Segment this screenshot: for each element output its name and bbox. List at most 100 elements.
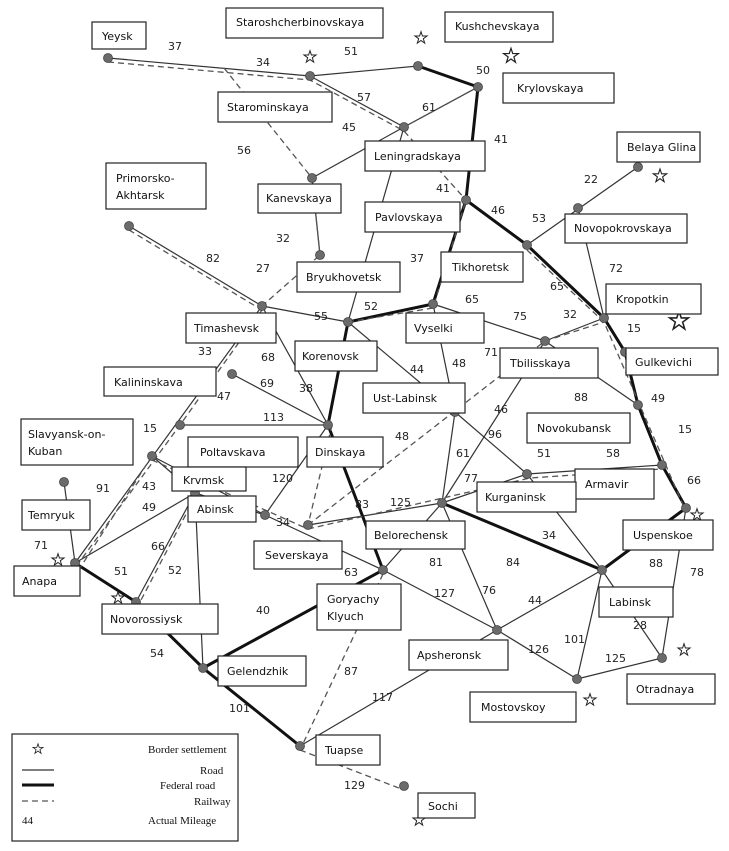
city-uspenskoe[interactable]: Uspenskoe bbox=[622, 519, 714, 551]
city-novopokrovskaya[interactable]: Novopokrovskaya bbox=[564, 213, 688, 244]
border-star-icon bbox=[413, 30, 429, 45]
mileage-label: 47 bbox=[217, 390, 231, 403]
city-kanevskaya[interactable]: Kanevskaya bbox=[257, 183, 342, 214]
mileage-label: 125 bbox=[390, 496, 411, 509]
legend-border-settlement-label: Border settlement bbox=[148, 744, 227, 756]
city-krvmsk[interactable]: Krvmsk bbox=[171, 466, 247, 492]
railway-segment bbox=[403, 86, 479, 128]
city-severskaya-label: Severskaya bbox=[265, 549, 328, 562]
node-tbilisskaya bbox=[540, 336, 550, 346]
mileage-label: 55 bbox=[314, 310, 328, 323]
road-segment bbox=[74, 492, 196, 564]
city-armavir-label: Armavir bbox=[585, 478, 629, 491]
node-timashevsk bbox=[257, 301, 267, 311]
city-gelendzhik[interactable]: Gelendzhik bbox=[217, 655, 307, 687]
city-otradnaya[interactable]: Otradnaya bbox=[626, 673, 716, 705]
city-bryukhovetsk-label: Bryukhovetsk bbox=[306, 271, 382, 284]
city-poltavskava[interactable]: Poltavskava bbox=[187, 436, 299, 468]
mileage-label: 82 bbox=[206, 252, 220, 265]
city-leningradskaya-label: Leningradskaya bbox=[374, 150, 461, 163]
node-tuapse bbox=[295, 741, 305, 751]
city-dinskaya[interactable]: Dinskaya bbox=[306, 436, 384, 468]
city-tikhoretsk[interactable]: Tikhoretsk bbox=[440, 251, 524, 283]
city-tbilisskaya[interactable]: Tbilisskaya bbox=[499, 347, 599, 379]
mileage-label: 57 bbox=[357, 91, 371, 104]
mileage-label: 96 bbox=[488, 428, 502, 441]
railway-segment bbox=[107, 61, 467, 201]
city-kalininskava[interactable]: Kalininskava bbox=[103, 366, 217, 397]
mileage-label: 52 bbox=[364, 300, 378, 313]
city-mostovskoy[interactable]: Mostovskoy bbox=[469, 691, 577, 723]
city-poltavskava-label: Poltavskava bbox=[200, 446, 266, 459]
node-apsheronsk bbox=[492, 625, 502, 635]
city-krvmsk-label: Krvmsk bbox=[183, 474, 225, 487]
city-severskaya[interactable]: Severskaya bbox=[253, 540, 343, 570]
city-starominskaya[interactable]: Starominskaya bbox=[217, 91, 333, 123]
city-kropotkin[interactable]: Kropotkin bbox=[605, 283, 702, 315]
city-temryuk[interactable]: Temryuk bbox=[21, 499, 91, 531]
mileage-label: 52 bbox=[168, 564, 182, 577]
mileage-label: 22 bbox=[584, 173, 598, 186]
mileage-label: 65 bbox=[550, 280, 564, 293]
city-gulkevichi[interactable]: Gulkevichi bbox=[625, 347, 719, 376]
city-belaya-glina[interactable]: Belaya Glina bbox=[616, 131, 701, 163]
mileage-label: 44 bbox=[410, 363, 424, 376]
city-labinsk[interactable]: Labinsk bbox=[598, 586, 674, 618]
city-apsheronsk[interactable]: Apsheronsk bbox=[408, 639, 509, 671]
mileage-label: 33 bbox=[198, 345, 212, 358]
node-goryachy-klyuch bbox=[378, 565, 388, 575]
mileage-label: 32 bbox=[276, 232, 290, 245]
mileage-label: 51 bbox=[537, 447, 551, 460]
city-ust-labinsk-label: Ust-Labinsk bbox=[373, 392, 438, 405]
railway-segment bbox=[128, 229, 263, 311]
city-novorossiysk-label: Novorossiysk bbox=[110, 613, 183, 626]
mileage-label: 84 bbox=[506, 556, 520, 569]
city-primorsko-akhtarsk[interactable]: Primorsko-Akhtarsk bbox=[105, 162, 207, 210]
node-korenovsk bbox=[343, 317, 353, 327]
city-abinsk[interactable]: Abinsk bbox=[187, 495, 257, 523]
legend-sample-mileage: 44 bbox=[22, 815, 34, 827]
city-anapa[interactable]: Anapa bbox=[13, 565, 81, 597]
city-bryukhovetsk[interactable]: Bryukhovetsk bbox=[296, 261, 401, 293]
mileage-label: 71 bbox=[34, 539, 48, 552]
city-tuapse[interactable]: Tuapse bbox=[315, 734, 381, 766]
mileage-label: 68 bbox=[261, 351, 275, 364]
city-primorsko-akhtarsk-label-2: Akhtarsk bbox=[116, 189, 165, 202]
city-kurganinsk[interactable]: Kurganinsk bbox=[476, 481, 577, 513]
city-staroshcherbinovskaya[interactable]: Staroshcherbinovskaya bbox=[225, 7, 384, 39]
mileage-label: 43 bbox=[142, 480, 156, 493]
mileage-label: 49 bbox=[651, 392, 665, 405]
road-segment bbox=[576, 657, 663, 680]
city-slavyansk-on-kuban[interactable]: Slavyansk-on-Kuban bbox=[20, 418, 134, 466]
city-kanevskaya-label: Kanevskaya bbox=[266, 192, 332, 205]
city-belorechensk[interactable]: Belorechensk bbox=[365, 520, 466, 550]
city-otradnaya-label: Otradnaya bbox=[636, 683, 694, 696]
node-labinsk bbox=[597, 565, 607, 575]
mileage-label: 34 bbox=[542, 529, 556, 542]
city-novopokrovskaya-label: Novopokrovskaya bbox=[574, 222, 672, 235]
node-abinsk bbox=[260, 510, 270, 520]
city-labels: Yeysk Staroshcherbinovskaya Kushchevskay… bbox=[13, 7, 719, 819]
city-leningradskaya[interactable]: Leningradskaya bbox=[364, 140, 486, 172]
mileage-label: 125 bbox=[605, 652, 626, 665]
city-krylovskaya[interactable]: Krylovskaya bbox=[502, 72, 615, 104]
city-kushchevskaya[interactable]: Kushchevskaya bbox=[444, 11, 554, 43]
city-vyselki[interactable]: Vyselki bbox=[405, 312, 485, 344]
city-timashevsk[interactable]: Timashevsk bbox=[185, 312, 277, 344]
road-segment bbox=[496, 629, 578, 680]
mileage-label: 46 bbox=[494, 403, 508, 416]
mileage-labels: 37 34 51 50 57 61 45 41 56 41 46 53 22 3… bbox=[34, 40, 704, 792]
city-sochi[interactable]: Sochi bbox=[417, 792, 476, 819]
city-novorossiysk[interactable]: Novorossiysk bbox=[101, 603, 219, 635]
city-ust-labinsk[interactable]: Ust-Labinsk bbox=[362, 382, 466, 414]
road-segment bbox=[74, 305, 263, 564]
node-primorsko-akhtarsk bbox=[124, 221, 134, 231]
city-korenovsk[interactable]: Korenovsk bbox=[294, 340, 378, 372]
city-novokubansk[interactable]: Novokubansk bbox=[526, 412, 631, 444]
city-armavir[interactable]: Armavir bbox=[574, 468, 655, 500]
city-yeysk[interactable]: Yeysk bbox=[91, 21, 147, 50]
node-kurganinsk bbox=[522, 469, 532, 479]
city-pavlovskaya[interactable]: Pavlovskaya bbox=[364, 201, 461, 233]
